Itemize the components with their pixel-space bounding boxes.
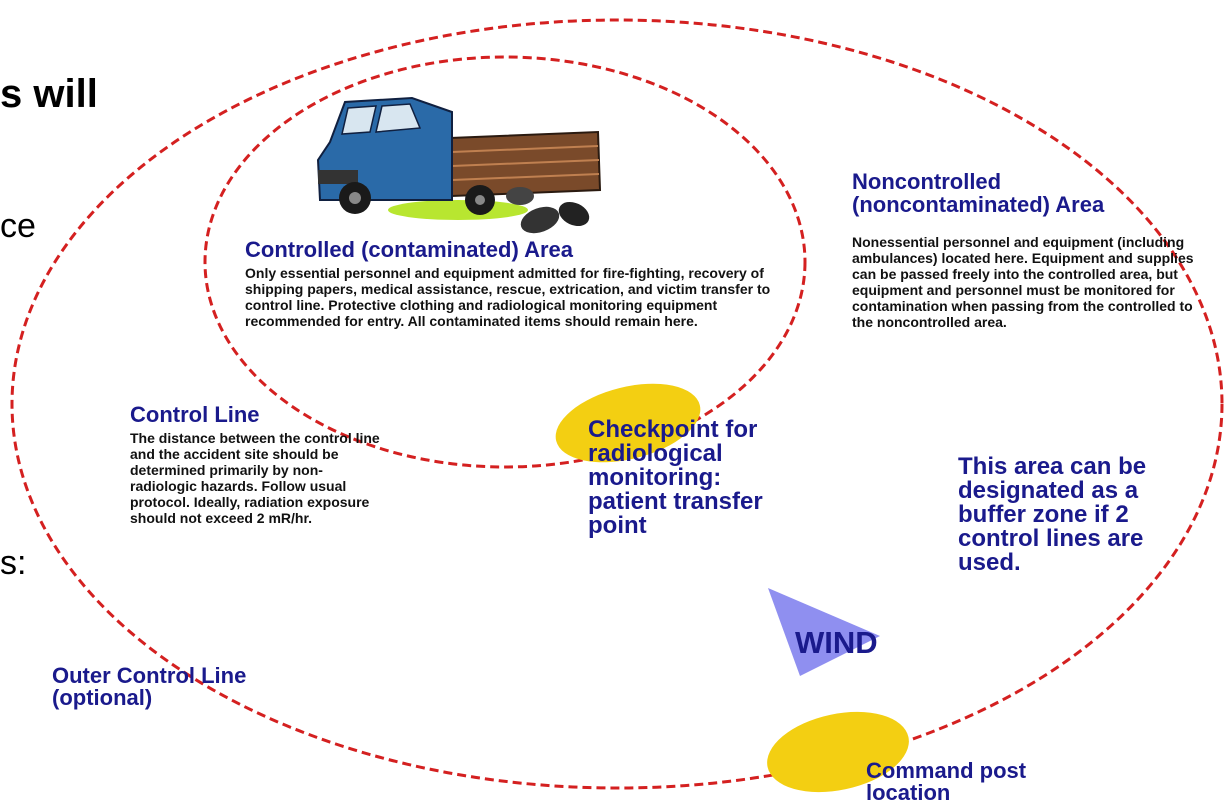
noncontrolled-area-title: Noncontrolled (noncontaminated) Area xyxy=(852,169,1105,218)
slide-text-fragment-1: s will xyxy=(0,72,98,116)
outer-control-line-ellipse xyxy=(10,18,1224,790)
control-line-description: The distance between the control line an… xyxy=(130,430,380,527)
command-post-label: Command post location xyxy=(866,758,1027,805)
checkpoint-marker xyxy=(555,383,701,463)
wind-arrow-icon xyxy=(768,588,880,676)
checkpoint-label: Checkpoint for radiological monitoring: … xyxy=(588,416,763,539)
slide-text-fragment-2: ce xyxy=(0,207,36,245)
controlled-area-description: Only essential personnel and equipment a… xyxy=(245,265,771,330)
control-line-title: Control Line xyxy=(130,402,260,427)
command-post-marker xyxy=(767,711,909,793)
wind-label: WIND xyxy=(795,625,878,660)
slide-text-fragment-3: s: xyxy=(0,544,27,582)
controlled-area-title: Controlled (contaminated) Area xyxy=(245,237,573,262)
buffer-zone-label: This area can be designated as a buffer … xyxy=(958,453,1147,576)
outer-control-line-label: Outer Control Line (optional) xyxy=(52,663,247,710)
control-line-ellipse xyxy=(203,55,807,469)
noncontrolled-area-description: Nonessential personnel and equipment (in… xyxy=(852,234,1194,331)
truck-icon xyxy=(316,96,602,234)
